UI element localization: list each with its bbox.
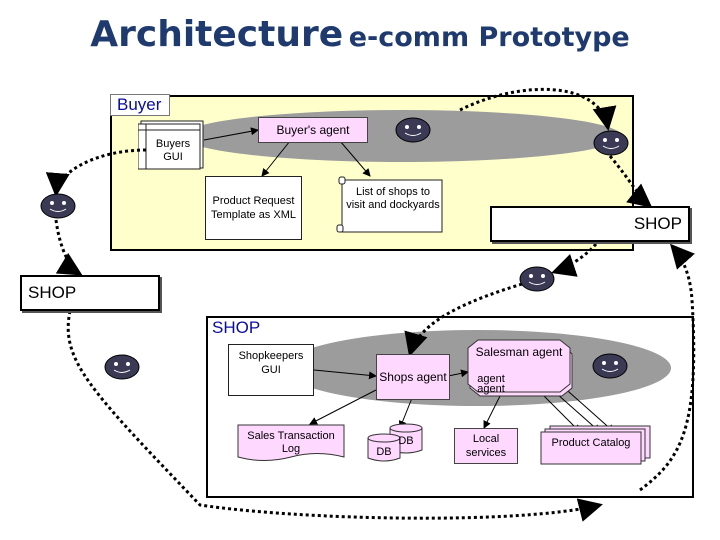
shops-agent-box: Shops agent bbox=[376, 354, 450, 400]
buyers-gui-window: Buyers GUI bbox=[138, 120, 204, 170]
db-label-2: DB bbox=[376, 446, 392, 458]
local-services-box: Local services bbox=[454, 428, 518, 464]
product-catalog-stack: Product Catalog bbox=[540, 424, 652, 466]
shop-right-agent-face-icon bbox=[593, 130, 629, 156]
shop-list-scroll: List of shops to visit and dockyards bbox=[336, 176, 448, 236]
buyer-label: Buyer bbox=[110, 94, 171, 116]
buyer-agent-face-icon bbox=[395, 117, 431, 143]
title-rest: e-comm Prototype bbox=[348, 22, 630, 53]
sales-log-label: Sales Transaction Log bbox=[247, 430, 335, 455]
title-main: Architecture bbox=[90, 14, 344, 55]
scroll-icon bbox=[336, 176, 443, 233]
migration-path-left bbox=[54, 219, 83, 276]
buyers-gui-label: Buyers GUI bbox=[155, 138, 191, 163]
salesman-back-label-2: agent bbox=[477, 383, 505, 395]
sales-log-box: Sales Transaction Log bbox=[237, 424, 345, 462]
shop-left-box: SHOP bbox=[20, 275, 160, 311]
product-request-box: Product Request Template as XML bbox=[205, 176, 302, 240]
diagram-title: Architecture e-comm Prototype bbox=[0, 14, 720, 55]
shop-right-label: SHOP bbox=[633, 214, 682, 233]
shop-right-box: SHOP bbox=[490, 206, 690, 242]
db-cylinders: DB DB bbox=[366, 422, 428, 464]
incoming-agent-face-icon bbox=[519, 266, 555, 292]
buyers-agent-box: Buyer's agent bbox=[258, 117, 368, 143]
db-label-1: DB bbox=[398, 435, 414, 447]
product-catalog-label: Product Catalog bbox=[551, 437, 631, 449]
roaming-agent-face-icon bbox=[40, 193, 76, 219]
shop-left-agent-face-icon bbox=[104, 354, 140, 380]
shop-panel-label: SHOP bbox=[212, 318, 261, 337]
window-frame-icon bbox=[138, 120, 204, 170]
salesman-agent-label: Salesman agent bbox=[475, 345, 563, 359]
shop-agent-face-icon bbox=[592, 353, 628, 379]
shop-left-label: SHOP bbox=[28, 283, 77, 302]
shopkeepers-gui-box: Shopkeepers GUI bbox=[228, 344, 314, 396]
salesman-agent-stack: Salesman agent agent agent bbox=[466, 338, 576, 398]
shop-list-label: List of shops to visit and dockyards bbox=[346, 186, 440, 211]
